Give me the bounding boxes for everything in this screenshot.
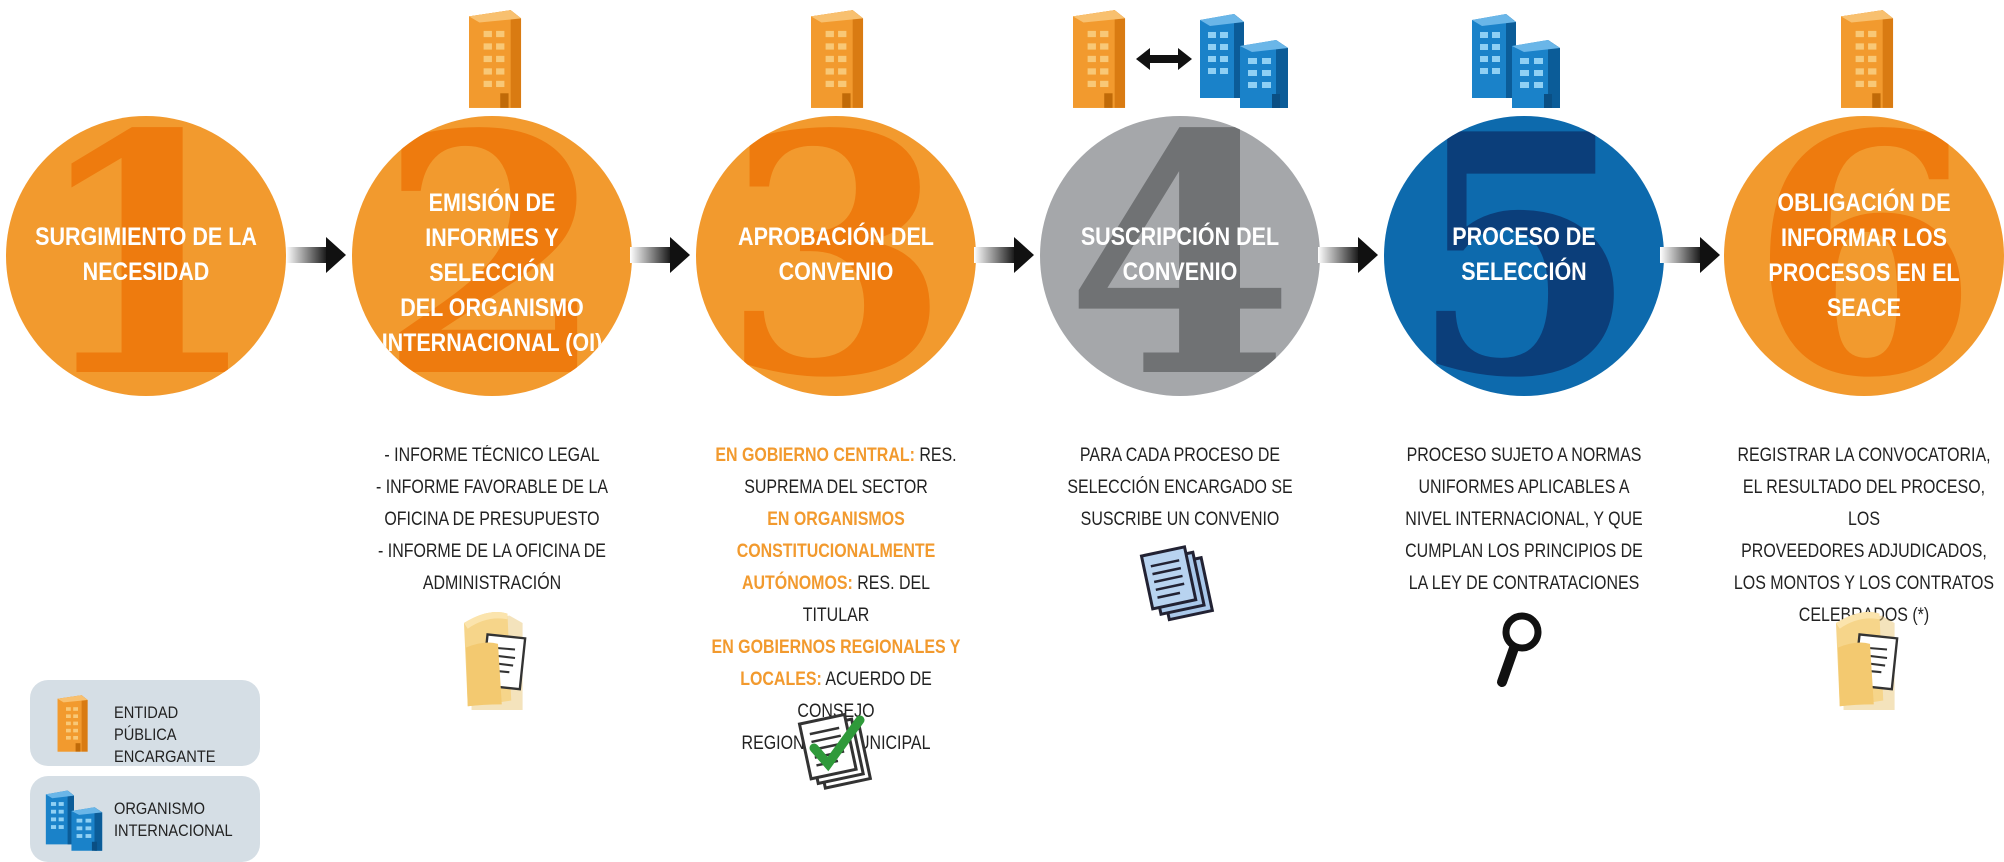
description-line: CUMPLAN LOS PRINCIPIOS DE: [1405, 541, 1643, 562]
step-title: SURGIMIENTO DE LA NECESIDAD: [26, 220, 267, 290]
checked-documents-icon: [796, 706, 886, 796]
step-title: SUSCRIPCIÓN DEL CONVENIO: [1060, 220, 1301, 290]
step-title-line: APROBACIÓN DEL: [738, 223, 934, 251]
description-line: - INFORME DE LA OFICINA DE: [378, 541, 606, 562]
highlight-label: LOCALES:: [740, 669, 822, 690]
step-2-description: - INFORME TÉCNICO LEGAL - INFORME FAVORA…: [374, 440, 609, 600]
step-title-line: INFORMES Y SELECCIÓN: [425, 224, 559, 287]
description-line: AUTÓNOMOS: RES. DEL TITULAR: [710, 568, 962, 632]
step-title: OBLIGACIÓN DE INFORMAR LOS PROCESOS EN E…: [1744, 186, 1985, 326]
step-title-line: PROCESO DE: [1452, 223, 1596, 251]
description-text: RES.: [914, 445, 957, 466]
flow-arrow-icon: [1318, 237, 1378, 273]
step-number: 6: [1749, 116, 1979, 396]
description-line: EL RESULTADO DEL PROCESO, LOS: [1742, 477, 1986, 530]
step-title-line: EMISIÓN DE: [428, 189, 556, 217]
step-circle: 5 PROCESO DE SELECCIÓN: [1384, 116, 1664, 396]
step-title-line: SELECCIÓN: [1461, 258, 1587, 286]
orange-building-icon: [1832, 8, 1900, 112]
step-6-description: REGISTRAR LA CONVOCATORIA, EL RESULTADO …: [1730, 440, 1999, 632]
step-title-line: NECESIDAD: [82, 258, 210, 286]
description-line: LA LEY DE CONTRATACIONES: [1408, 573, 1640, 594]
step-title-line: INTERNACIONAL (OI): [381, 329, 603, 357]
description-text: ACUERDO DE CONSEJO: [797, 669, 932, 722]
step-number: 1: [31, 116, 261, 396]
description-line: - INFORME TÉCNICO LEGAL: [384, 445, 600, 466]
orange-building-icon: [802, 8, 870, 112]
legend-label-line: ENTIDAD PÚBLICA: [114, 703, 179, 744]
step-number: 4: [1065, 116, 1295, 396]
legend-label-line: ENCARGANTE: [114, 747, 216, 766]
double-arrow-icon: [1136, 48, 1192, 70]
folder-document-icon: [460, 606, 536, 710]
step-title-line: DEL ORGANISMO: [400, 294, 584, 322]
step-circle: 6 OBLIGACIÓN DE INFORMAR LOS PROCESOS EN…: [1724, 116, 2004, 396]
step-circle: 4 SUSCRIPCIÓN DEL CONVENIO: [1040, 116, 1320, 396]
description-line: SELECCIÓN ENCARGADO SE: [1067, 477, 1293, 498]
description-line: PARA CADA PROCESO DE: [1079, 445, 1281, 466]
blue-buildings-icon: [1194, 8, 1294, 112]
step-5-description: PROCESO SUJETO A NORMAS UNIFORMES APLICA…: [1394, 440, 1654, 600]
highlight-label: EN GOBIERNOS REGIONALES Y: [711, 637, 961, 658]
description-line: REGISTRAR LA CONVOCATORIA,: [1737, 445, 1991, 466]
magnifier-icon: [1497, 612, 1542, 687]
legend: ENTIDAD PÚBLICA ENCARGANTE ORGANISMO INT…: [30, 680, 260, 862]
description-line: ADMINISTRACIÓN: [422, 573, 562, 594]
step-title-line: CONVENIO: [1122, 258, 1238, 286]
legend-item-organism: ORGANISMO INTERNACIONAL: [30, 776, 260, 862]
step-3-description: EN GOBIERNO CENTRAL: RES. SUPREMA DEL SE…: [710, 440, 962, 760]
step-circle: 3 APROBACIÓN DEL CONVENIO: [696, 116, 976, 396]
orange-building-icon: [460, 8, 528, 112]
step-title-line: SUSCRIPCIÓN DEL: [1080, 223, 1280, 251]
step-number: 2: [377, 116, 607, 396]
description-line: UNIFORMES APLICABLES A: [1418, 477, 1630, 498]
document-stack-icon: [1138, 538, 1228, 628]
orange-building-icon: [52, 694, 92, 754]
description-line: NIVEL INTERNACIONAL, Y QUE: [1405, 509, 1643, 530]
blue-buildings-icon: [1466, 8, 1566, 112]
description-line: SUSCRIBE UN CONVENIO: [1080, 509, 1280, 530]
step-title-line: INFORMAR LOS: [1780, 224, 1948, 252]
flow-arrow-icon: [286, 237, 346, 273]
description-text: RES. DEL TITULAR: [802, 573, 931, 626]
flow-arrow-icon: [630, 237, 690, 273]
step-4-description: PARA CADA PROCESO DE SELECCIÓN ENCARGADO…: [1054, 440, 1306, 536]
step-number: 3: [721, 116, 951, 396]
step-circle: 2 EMISIÓN DE INFORMES Y SELECCIÓN DEL OR…: [352, 116, 632, 396]
step-circle: 1 SURGIMIENTO DE LA NECESIDAD: [6, 116, 286, 396]
highlight-label: AUTÓNOMOS:: [741, 573, 853, 594]
blue-buildings-icon: [42, 788, 106, 852]
legend-label: ENTIDAD PÚBLICA ENCARGANTE: [114, 702, 240, 768]
step-title-line: SEACE: [1826, 294, 1902, 322]
step-number: 5: [1409, 116, 1639, 396]
step-title-line: SURGIMIENTO DE LA: [35, 223, 257, 251]
step-title: PROCESO DE SELECCIÓN: [1404, 220, 1645, 290]
step-title-line: OBLIGACIÓN DE: [1777, 189, 1951, 217]
step-title-line: CONVENIO: [778, 258, 894, 286]
description-line: OFICINA DE PRESUPUESTO: [384, 509, 600, 530]
description-line: SUPREMA DEL SECTOR: [744, 477, 928, 498]
legend-label: ORGANISMO INTERNACIONAL: [114, 798, 233, 842]
highlight-label: EN ORGANISMOS: [767, 509, 905, 530]
flow-arrow-icon: [974, 237, 1034, 273]
orange-building-icon: [1064, 8, 1132, 112]
legend-item-entity: ENTIDAD PÚBLICA ENCARGANTE: [30, 680, 260, 766]
folder-document-icon: [1832, 606, 1908, 710]
step-title-line: PROCESOS EN EL: [1768, 259, 1960, 287]
flow-arrow-icon: [1660, 237, 1720, 273]
step-title: EMISIÓN DE INFORMES Y SELECCIÓN DEL ORGA…: [372, 186, 613, 361]
description-line: LOS MONTOS Y LOS CONTRATOS: [1733, 573, 1995, 594]
legend-label-line: INTERNACIONAL: [114, 821, 233, 840]
highlight-label: CONSTITUCIONALMENTE: [736, 541, 936, 562]
description-line: - INFORME FAVORABLE DE LA: [375, 477, 609, 498]
description-line: LOCALES: ACUERDO DE CONSEJO: [710, 664, 962, 728]
description-line: PROVEEDORES ADJUDICADOS,: [1741, 541, 1987, 562]
highlight-label: EN GOBIERNO CENTRAL:: [715, 445, 915, 466]
legend-label-line: ORGANISMO: [114, 799, 205, 818]
description-line: EN GOBIERNO CENTRAL: RES.: [710, 440, 962, 472]
step-title: APROBACIÓN DEL CONVENIO: [716, 220, 957, 290]
description-line: PROCESO SUJETO A NORMAS: [1406, 445, 1642, 466]
